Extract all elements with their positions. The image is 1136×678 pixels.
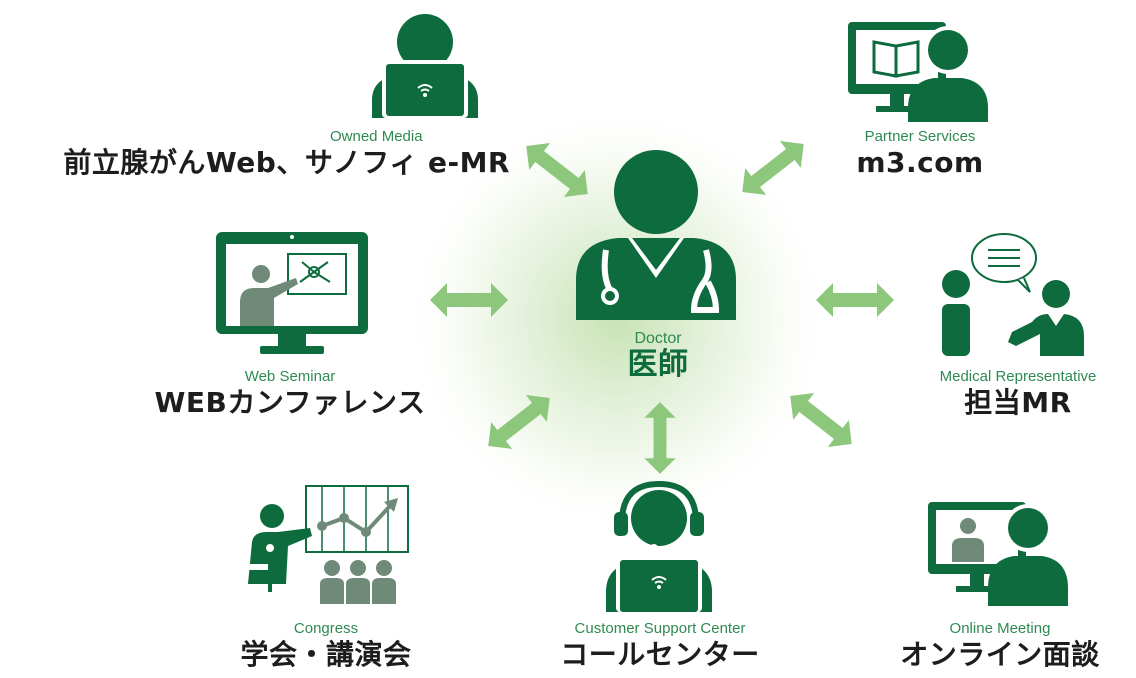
- arrow-call-center: [644, 402, 676, 474]
- partner-label-ja: m3.com: [856, 146, 984, 179]
- call-center-node: Customer Support Center コールセンター: [520, 620, 800, 672]
- web-seminar-label-en: Web Seminar: [244, 368, 336, 385]
- mr-node: Medical Representative 担当MR: [898, 368, 1136, 420]
- online-label-en: Online Meeting: [949, 620, 1051, 637]
- arrow-online: [779, 382, 863, 458]
- owned-media-label-en: Owned Media: [330, 128, 423, 145]
- owned-media-label-ja: 前立腺がんWeb、サノフィ e-MR: [63, 146, 510, 179]
- congress-node: Congress 学会・講演会: [196, 620, 456, 672]
- owned-media-node: Owned Media 前立腺がんWeb、サノフィ e-MR: [0, 128, 510, 180]
- arrow-congress: [477, 384, 561, 460]
- mr-label-en: Medical Representative: [939, 368, 1097, 385]
- web-seminar-label-ja: WEBカンファレンス: [154, 386, 426, 419]
- doctor-label-ja: 医師: [627, 347, 689, 382]
- headset-operator-icon: [606, 480, 712, 612]
- online-label-ja: オンライン面談: [900, 638, 1100, 671]
- online-meeting-icon: [928, 502, 1068, 606]
- mr-label-ja: 担当MR: [964, 386, 1072, 419]
- arrow-web-seminar: [430, 283, 508, 317]
- laptop-user-icon: [372, 14, 478, 118]
- congress-presentation-icon: [246, 485, 409, 604]
- doctor-icon: [576, 150, 736, 320]
- congress-label-ja: 学会・講演会: [240, 638, 412, 671]
- web-seminar-monitor-icon: [216, 232, 368, 354]
- mr-conversation-icon: [942, 233, 1084, 356]
- call-center-label-ja: コールセンター: [560, 638, 760, 671]
- doctor-label-en: Doctor: [634, 330, 682, 347]
- web-seminar-node: Web Seminar WEBカンファレンス: [140, 368, 440, 420]
- partner-node: Partner Services m3.com: [820, 128, 1020, 180]
- monitor-book-user-icon: [848, 22, 988, 122]
- partner-label-en: Partner Services: [864, 128, 976, 145]
- arrow-mr: [816, 283, 894, 317]
- doctor-node: Doctor 医師: [568, 330, 748, 382]
- online-node: Online Meeting オンライン面談: [880, 620, 1120, 672]
- congress-label-en: Congress: [293, 620, 359, 637]
- call-center-label-en: Customer Support Center: [574, 620, 746, 637]
